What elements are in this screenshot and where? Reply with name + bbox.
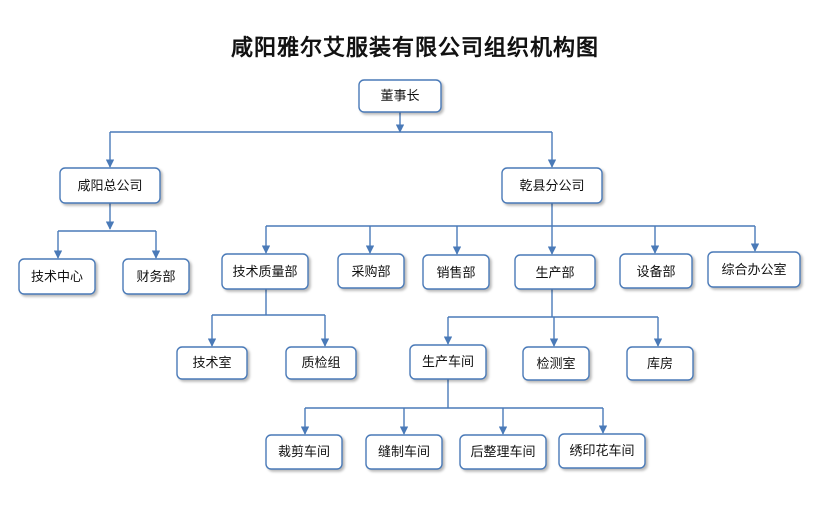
node-label: 后整理车间 xyxy=(470,444,535,460)
node-label: 销售部 xyxy=(436,265,475,281)
node-production: 生产部 xyxy=(514,254,596,290)
node-embroidery-workshop: 绣印花车间 xyxy=(558,433,646,469)
node-label: 董事长 xyxy=(380,89,419,104)
node-label: 缝制车间 xyxy=(378,444,430,460)
node-label: 生产车间 xyxy=(422,354,474,370)
node-label: 乾县分公司 xyxy=(519,179,584,194)
node-label: 技术中心 xyxy=(31,270,83,285)
node-label: 设备部 xyxy=(636,264,675,280)
node-label: 咸阳总公司 xyxy=(77,179,142,194)
node-label: 生产部 xyxy=(535,266,574,281)
node-hq-tech-center: 技术中心 xyxy=(18,258,96,295)
chart-title: 咸阳雅尔艾服装有限公司组织机构图 xyxy=(230,36,599,61)
node-label: 库房 xyxy=(647,356,673,372)
node-label: 综合办公室 xyxy=(721,262,786,278)
node-sewing-workshop: 缝制车间 xyxy=(365,434,443,470)
node-qianxian-branch: 乾县分公司 xyxy=(501,167,603,204)
node-label: 裁剪车间 xyxy=(278,444,330,460)
node-board: 董事长 xyxy=(358,79,442,113)
node-label: 绣印花车间 xyxy=(569,443,634,459)
node-xianyang-hq: 咸阳总公司 xyxy=(59,167,161,204)
node-warehouse: 库房 xyxy=(626,346,694,381)
node-finishing-workshop: 后整理车间 xyxy=(459,434,547,470)
node-label: 财务部 xyxy=(136,269,175,285)
node-production-workshop: 生产车间 xyxy=(409,344,487,380)
node-label: 技术质量部 xyxy=(232,265,297,280)
node-label: 检测室 xyxy=(536,356,575,372)
node-label: 质检组 xyxy=(301,356,340,371)
node-label: 技术室 xyxy=(192,355,231,371)
node-label: 采购部 xyxy=(351,264,390,280)
connector-lines xyxy=(53,112,760,435)
node-hq-finance: 财务部 xyxy=(122,258,190,295)
node-testing-room: 检测室 xyxy=(522,346,590,381)
node-qc-group: 质检组 xyxy=(285,346,357,380)
node-tech-quality: 技术质量部 xyxy=(221,253,309,290)
node-sales: 销售部 xyxy=(422,254,490,290)
node-purchasing: 采购部 xyxy=(337,253,405,289)
node-general-office: 综合办公室 xyxy=(707,251,801,288)
node-tech-room: 技术室 xyxy=(176,346,248,380)
node-cutting-workshop: 裁剪车间 xyxy=(265,434,343,470)
node-equipment: 设备部 xyxy=(619,253,693,289)
